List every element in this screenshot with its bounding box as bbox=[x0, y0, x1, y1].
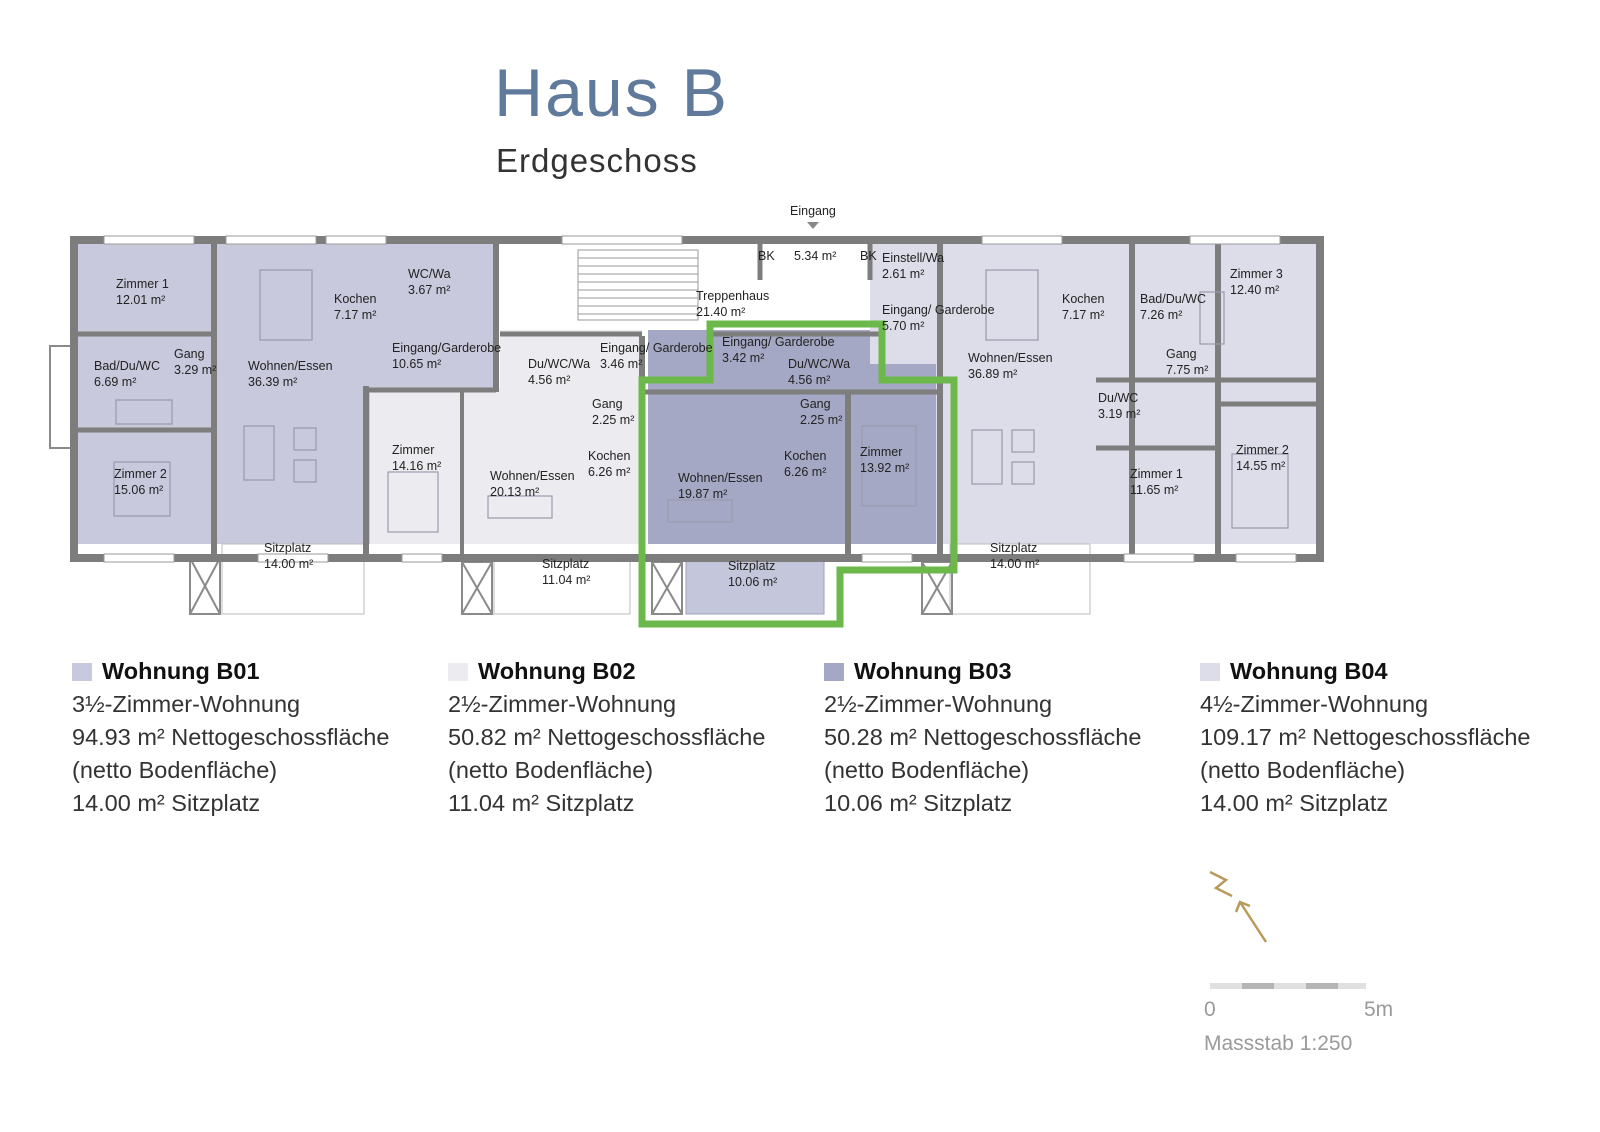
walls bbox=[70, 236, 1324, 562]
left-balcony bbox=[49, 345, 73, 449]
unit-area-label: Nettogeschossfläche bbox=[1312, 724, 1531, 750]
swatch-b03 bbox=[824, 662, 844, 681]
scale-label: Massstab 1:250 bbox=[1204, 1032, 1353, 1055]
terrace-b03 bbox=[685, 555, 825, 615]
unit-name: Wohnung B03 bbox=[854, 658, 1012, 684]
unit-area: 50.28 m² bbox=[824, 724, 917, 750]
unit-terrace-label: Sitzplatz bbox=[545, 790, 635, 816]
unit-b04-area bbox=[936, 244, 1318, 544]
furniture bbox=[113, 269, 1289, 533]
room-label: 5.34 m² bbox=[794, 249, 836, 263]
scale-bar bbox=[1210, 983, 1366, 989]
swatch-b01 bbox=[72, 662, 92, 681]
unit-terrace-label: Sitzplatz bbox=[1299, 790, 1389, 816]
unit-info-b02: Wohnung B02 2½-Zimmer-Wohnung 50.82 m² N… bbox=[448, 655, 818, 820]
room-label: BK bbox=[860, 249, 877, 263]
unit-area-label: Nettogeschossfläche bbox=[547, 724, 766, 750]
swatch-b02 bbox=[448, 662, 468, 681]
unit-name: Wohnung B02 bbox=[478, 658, 636, 684]
unit-b02-area-top bbox=[500, 330, 642, 390]
unit-terrace: 10.06 m² bbox=[824, 790, 917, 816]
page-title: Haus B bbox=[494, 55, 729, 131]
unit-terrace-label: Sitzplatz bbox=[923, 790, 1013, 816]
scale-start: 0 bbox=[1204, 998, 1216, 1021]
entrance-arrow bbox=[807, 222, 819, 229]
north-arrow-icon bbox=[1209, 870, 1268, 943]
unit-area: 109.17 m² bbox=[1200, 724, 1306, 750]
unit-name: Wohnung B01 bbox=[102, 658, 260, 684]
windows bbox=[103, 235, 1297, 563]
unit-terrace: 11.04 m² bbox=[448, 790, 539, 816]
page-subtitle: Erdgeschoss bbox=[496, 142, 698, 179]
entrance-label: Eingang bbox=[790, 204, 836, 218]
staircase bbox=[577, 249, 699, 321]
unit-area: 94.93 m² bbox=[72, 724, 165, 750]
room-label: BK bbox=[758, 249, 775, 263]
unit-type: 3½-Zimmer-Wohnung bbox=[72, 691, 301, 717]
unit-info-b03: Wohnung B03 2½-Zimmer-Wohnung 50.28 m² N… bbox=[824, 655, 1194, 820]
unit-type: 4½-Zimmer-Wohnung bbox=[1200, 691, 1429, 717]
unit-note: (netto Bodenfläche) bbox=[1200, 757, 1406, 783]
unit-terrace-label: Sitzplatz bbox=[171, 790, 261, 816]
terrace-b02 bbox=[493, 555, 631, 615]
unit-terrace: 14.00 m² bbox=[72, 790, 165, 816]
unit-type: 2½-Zimmer-Wohnung bbox=[824, 691, 1053, 717]
unit-note: (netto Bodenfläche) bbox=[72, 757, 278, 783]
scale-end: 5m bbox=[1364, 998, 1394, 1021]
unit-area-label: Nettogeschossfläche bbox=[923, 724, 1142, 750]
unit-note: (netto Bodenfläche) bbox=[448, 757, 654, 783]
unit-note: (netto Bodenfläche) bbox=[824, 757, 1030, 783]
unit-name: Wohnung B04 bbox=[1230, 658, 1388, 684]
unit-info-b04: Wohnung B04 4½-Zimmer-Wohnung 109.17 m² … bbox=[1200, 655, 1590, 820]
unit-terrace: 14.00 m² bbox=[1200, 790, 1293, 816]
swatch-b04 bbox=[1200, 662, 1220, 681]
unit-area-label: Nettogeschossfläche bbox=[171, 724, 390, 750]
unit-b03-area bbox=[648, 330, 936, 544]
unit-b03-highlight bbox=[638, 320, 958, 628]
unit-area: 50.82 m² bbox=[448, 724, 541, 750]
unit-type: 2½-Zimmer-Wohnung bbox=[448, 691, 677, 717]
unit-info-b01: Wohnung B01 3½-Zimmer-Wohnung 94.93 m² N… bbox=[72, 655, 442, 820]
